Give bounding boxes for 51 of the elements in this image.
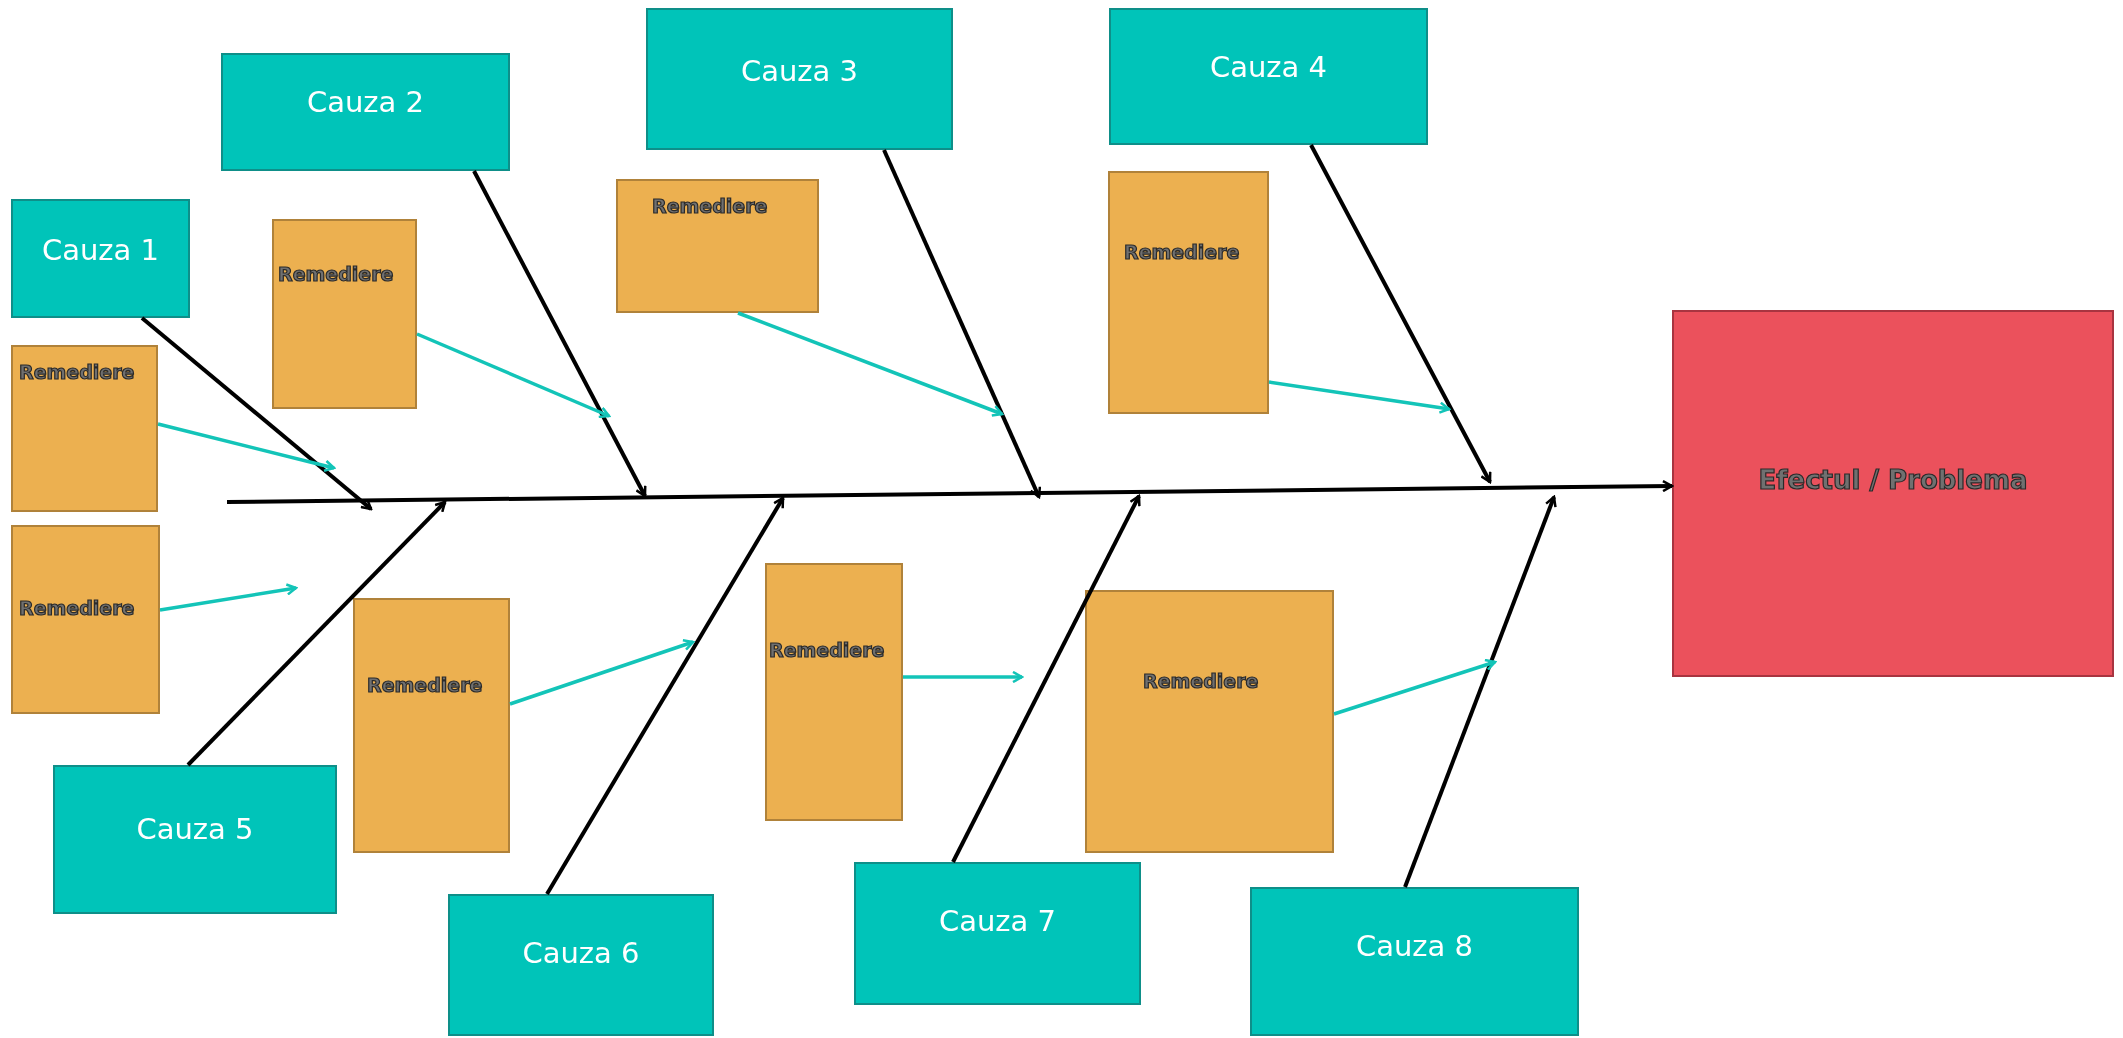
remedy-box [272,219,417,409]
arrow [882,149,1042,499]
arrow [186,500,447,767]
arrow [472,170,647,498]
remedy-box [616,179,819,313]
remedy-label: Remediere [1143,670,1259,692]
cause-box [448,894,714,1036]
remedy-box [1085,590,1334,853]
cause-box [221,53,510,171]
cause-label: Cauza 6 [521,936,641,970]
cause-box [11,199,190,318]
cause-label: Cauza 2 [305,85,426,119]
remedy-box [765,563,903,821]
arrow [140,316,373,511]
arrow [1309,144,1492,484]
cause-box [53,765,337,914]
arrow [416,332,611,419]
remedy-box [11,525,160,714]
cause-label: Cauza 3 [739,54,860,88]
arrow [226,479,1674,504]
remedy-label: Remediere [278,263,394,285]
cause-label: Cauza 8 [1354,929,1475,963]
cause-box [646,8,953,150]
arrow [951,494,1141,863]
arrow [545,496,785,896]
remedy-label: Remediere [769,639,885,661]
remedy-label: Remediere [1124,241,1240,263]
cause-label: Cauza 1 [40,233,161,267]
arrow [509,638,695,706]
arrow [1333,658,1497,716]
cause-label: Cauza 5 [135,812,255,846]
remedy-box [11,345,158,512]
effect-box [1672,310,2114,677]
remedy-box [353,598,510,853]
arrow [737,311,1004,417]
arrow [1268,380,1451,414]
cause-label: Cauza 4 [1208,50,1329,84]
cause-box [1109,8,1428,145]
remedy-label: Remediere [367,674,483,696]
arrow [159,583,298,612]
cause-box [854,862,1141,1005]
remedy-label: Remediere [652,195,768,217]
cause-box [1250,887,1579,1036]
remedy-label: Remediere [19,361,135,383]
arrow [1403,495,1557,888]
arrow [903,670,1024,684]
remedy-label: Remediere [19,597,135,619]
effect-label: Efectul / Problema [1757,465,2029,495]
cause-label: Cauza 7 [937,904,1058,938]
arrow [157,422,336,472]
remedy-box [1108,171,1269,414]
